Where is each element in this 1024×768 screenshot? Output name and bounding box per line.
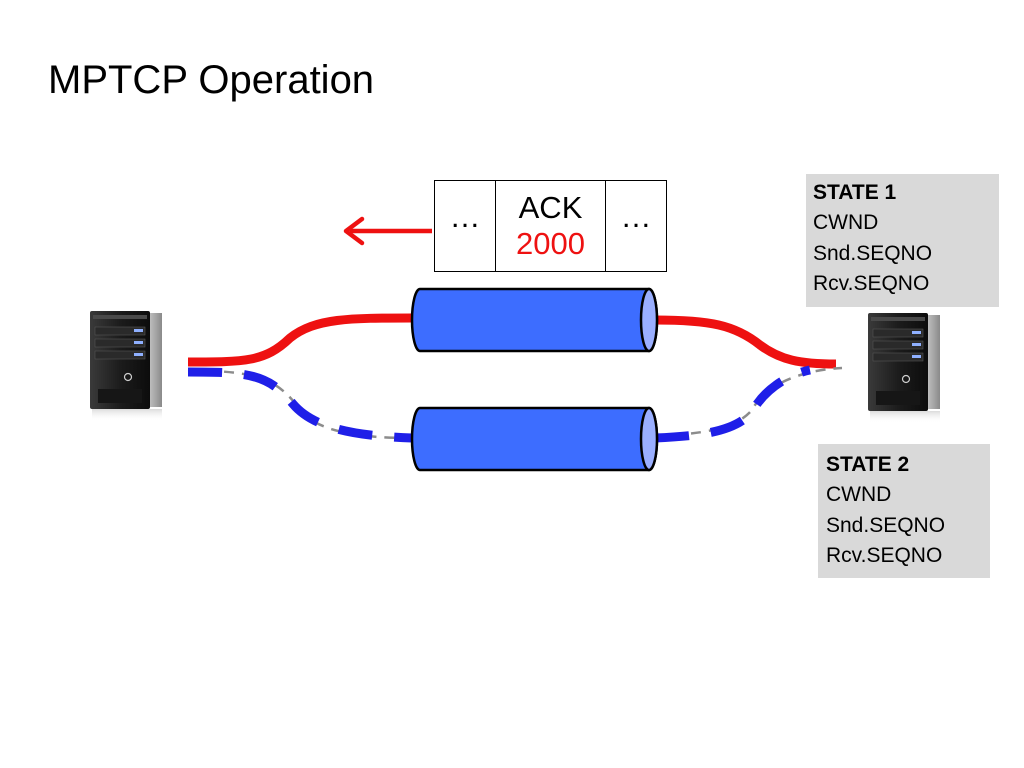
- state-2-title: STATE 2: [826, 453, 910, 476]
- ack-number: 2000: [516, 226, 585, 261]
- slide-title: MPTCP Operation: [48, 58, 375, 102]
- state-1-title: STATE 1: [813, 181, 897, 204]
- subflow-1-right-link: [654, 315, 837, 369]
- subflow-1-state-box: STATE 1 CWND Snd.SEQNO Rcv.SEQNO: [806, 174, 999, 307]
- ack-direction-arrow-icon: [343, 216, 432, 246]
- subflow-1-pipe: [410, 287, 659, 353]
- state-2-cwnd: CWND: [826, 483, 892, 507]
- state-1-snd-seqno: Snd.SEQNO: [813, 241, 933, 265]
- subflow-2-state-box: STATE 2 CWND Snd.SEQNO Rcv.SEQNO: [818, 444, 990, 578]
- packet-ack-field: ACK 2000: [495, 181, 606, 271]
- state-2-rcv-seqno: Rcv.SEQNO: [826, 544, 943, 568]
- ack-label: ACK: [518, 190, 583, 226]
- data-ack-packet: … ACK 2000 …: [434, 180, 667, 272]
- subflow-2-left-link: [187, 367, 413, 443]
- subflow-2-pipe: [410, 406, 659, 472]
- state-1-cwnd: CWND: [813, 211, 879, 235]
- state-2-snd-seqno: Snd.SEQNO: [826, 513, 946, 537]
- packet-right-ellipsis: …: [620, 199, 652, 235]
- subflow-1-left-link: [187, 313, 413, 367]
- left-host-server-icon: [89, 310, 163, 422]
- subflow-2-right-dashed-guide: [654, 366, 843, 438]
- right-host-server-icon: [867, 312, 941, 424]
- state-1-rcv-seqno: Rcv.SEQNO: [813, 272, 930, 296]
- packet-left-ellipsis: …: [449, 199, 481, 235]
- subflow-2-dashed-guide: [187, 368, 413, 440]
